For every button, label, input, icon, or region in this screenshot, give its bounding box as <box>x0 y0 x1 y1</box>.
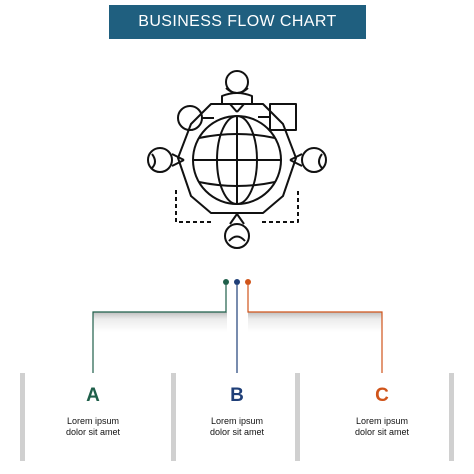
connector-line-a <box>92 285 227 378</box>
person-top-icon <box>221 70 253 113</box>
connector-dot-c <box>245 279 251 285</box>
step-panel-b <box>176 373 300 461</box>
person-right-icon <box>289 147 327 173</box>
step-label-c: C <box>375 385 389 406</box>
node-square-icon <box>258 103 297 131</box>
person-left-icon <box>147 147 185 173</box>
node-circle-icon <box>177 105 214 131</box>
step-text-c-line2: dolor sit amet <box>354 427 410 437</box>
step-text-c-line1: Lorem ipsum <box>355 416 409 426</box>
step-text-b: Lorem ipsum dolor sit amet <box>182 416 292 438</box>
step-text-a: Lorem ipsum dolor sit amet <box>38 416 148 438</box>
connector-shade-right <box>248 312 382 332</box>
title-banner: BUSINESS FLOW CHART <box>109 5 366 39</box>
network-ring <box>177 103 297 214</box>
connector-dot-b <box>234 279 240 285</box>
step-text-b-line2: dolor sit amet <box>209 427 265 437</box>
connector-line-c <box>247 285 383 378</box>
step-text-c: Lorem ipsum dolor sit amet <box>327 416 437 438</box>
step-panel-c <box>300 373 454 461</box>
dashed-connector <box>175 190 299 223</box>
globe-network-icon <box>147 70 327 249</box>
step-label-b: B <box>230 385 244 406</box>
step-label-a: A <box>86 385 100 406</box>
connector-shade-left <box>93 312 227 332</box>
page-title: BUSINESS FLOW CHART <box>138 13 337 30</box>
step-text-b-line1: Lorem ipsum <box>210 416 264 426</box>
step-text-a-line1: Lorem ipsum <box>66 416 120 426</box>
step-panel-a <box>20 373 176 461</box>
connector-dot-a <box>223 279 229 285</box>
person-bottom-icon <box>224 213 250 249</box>
step-text-a-line2: dolor sit amet <box>65 427 121 437</box>
